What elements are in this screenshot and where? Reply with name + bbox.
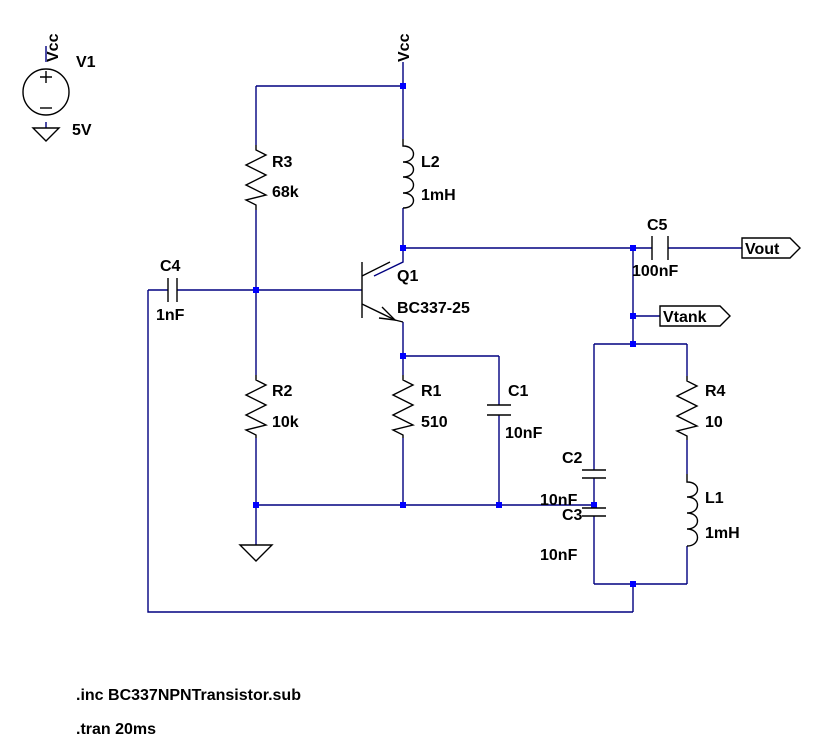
net-label-vcc-v1: Vcc [45,33,62,62]
v1-name: V1 [76,54,96,71]
c1-value: 10nF [505,425,543,442]
junction-node [400,502,406,508]
l1-name: L1 [705,490,724,507]
junction-node [630,581,636,587]
capacitor-c3[interactable] [582,507,606,517]
resistor-r1[interactable] [390,375,416,438]
resistor-r4[interactable] [674,376,700,440]
c4-value: 1nF [156,307,185,324]
spice-directive-tran[interactable]: .tran 20ms [76,721,156,738]
inductor-l2[interactable] [402,139,415,209]
c3-value: 10nF [540,547,578,564]
junction-node [253,287,259,293]
capacitor-c1[interactable] [487,404,511,416]
l1-value: 1mH [705,525,740,542]
junction-node [630,245,636,251]
r3-name: R3 [272,154,293,171]
r1-name: R1 [421,383,442,400]
net-flag-vout[interactable]: Vout [741,237,801,259]
junction-node [253,502,259,508]
l2-value: 1mH [421,187,456,204]
c5-name: C5 [647,217,668,234]
c3-name: C3 [562,507,583,524]
q1-value: BC337-25 [397,300,470,317]
c1-name: C1 [508,383,529,400]
c2-value: 10nF [540,492,578,509]
resistor-r3[interactable] [243,145,269,210]
spice-directive-include[interactable]: .inc BC337NPNTransistor.sub [76,687,301,704]
junction-node [400,353,406,359]
r4-name: R4 [705,383,726,400]
junction-node [630,341,636,347]
vout-label: Vout [745,241,780,258]
r1-value: 510 [421,414,448,431]
capacitor-c5[interactable] [651,236,669,260]
q1-name: Q1 [397,268,418,285]
ground-symbol [238,544,274,562]
r4-value: 10 [705,414,723,431]
inductor-l1[interactable] [686,474,699,547]
r3-value: 68k [272,184,299,201]
junction-node [591,502,597,508]
r2-name: R2 [272,383,293,400]
net-label-vcc-top: Vcc [396,33,413,62]
vtank-label: Vtank [663,309,707,326]
junction-node [496,502,502,508]
junction-node [630,313,636,319]
junction-node [400,245,406,251]
resistor-r2[interactable] [243,375,269,438]
capacitor-c4[interactable] [167,278,178,302]
capacitor-c2[interactable] [582,469,606,479]
r2-value: 10k [272,414,299,431]
transistor-q1[interactable] [361,261,404,323]
c2-name: C2 [562,450,583,467]
junction-node [400,83,406,89]
v1-value: 5V [72,122,92,139]
l2-name: L2 [421,154,440,171]
net-flag-vtank[interactable]: Vtank [659,305,731,327]
c4-name: C4 [160,258,181,275]
c5-value: 100nF [632,263,678,280]
wires [45,46,742,613]
voltage-source-v1[interactable] [22,68,70,142]
junctions [253,83,636,587]
